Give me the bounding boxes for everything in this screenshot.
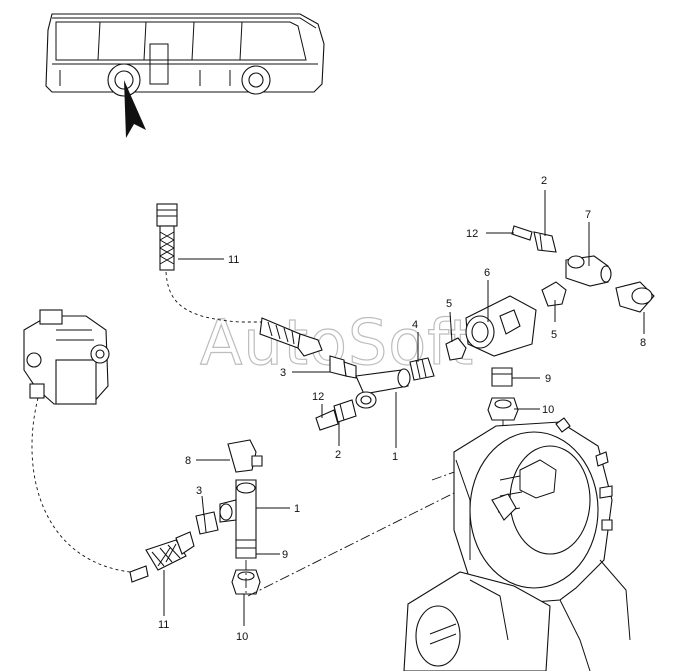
- callout-11-low: 11: [158, 619, 169, 631]
- hose-11-lower: [129, 531, 195, 583]
- callout-11-top: 11: [228, 254, 239, 266]
- hose-upper-end: [259, 317, 323, 357]
- tee-1-low: [219, 479, 257, 541]
- connector-12-top: [511, 225, 533, 241]
- callout-2-mid: 2: [335, 449, 341, 461]
- fitting-2-top: [533, 231, 557, 253]
- callout-3-low: 3: [196, 485, 202, 497]
- connector-12-mid: [315, 409, 339, 431]
- callout-12-top: 12: [466, 228, 478, 240]
- fitting-9-mid: [491, 367, 513, 387]
- bus-overview: [45, 13, 325, 138]
- bracket-6: [465, 295, 537, 357]
- callout-6: 6: [484, 267, 490, 279]
- callout-1-low: 1: [294, 503, 300, 515]
- callout-7: 7: [585, 209, 591, 221]
- callout-2-top: 2: [541, 175, 547, 187]
- hose-11-upper: [156, 203, 178, 271]
- coupling-8-left: [227, 439, 263, 473]
- callout-labels: 2 7 12 6 11 5 5 4 8 3 9 12 10 2 1 8 3 1 …: [158, 175, 646, 643]
- callout-3-mid: 3: [280, 367, 286, 379]
- nut-5-left: [445, 337, 467, 361]
- callout-4: 4: [412, 319, 418, 331]
- callout-5-b: 5: [551, 329, 557, 341]
- callout-8-left: 8: [185, 455, 191, 467]
- callout-1-mid: 1: [392, 451, 398, 463]
- fitting-2-mid: [333, 399, 357, 423]
- callout-12-mid: 12: [312, 391, 324, 403]
- callout-9-mid: 9: [545, 373, 551, 385]
- callout-10-low: 10: [236, 631, 248, 643]
- callout-5-a: 5: [446, 298, 452, 310]
- tee-1-mid: [355, 368, 411, 409]
- air-valve: [23, 309, 110, 405]
- nut-10-mid: [487, 397, 519, 421]
- callout-8-right: 8: [640, 337, 646, 349]
- fitting-4: [409, 357, 435, 381]
- callout-9-low: 9: [282, 549, 288, 561]
- leader-lines: [163, 190, 645, 626]
- callout-10-mid: 10: [542, 404, 554, 416]
- fitting-9-low: [235, 539, 257, 559]
- fitting-3-low: [195, 511, 219, 535]
- coupling-8-right: [615, 281, 655, 313]
- tee-7: [565, 255, 612, 287]
- fitting-3-mid: [329, 355, 357, 379]
- gearbox: [403, 417, 631, 671]
- nut-5-right: [541, 281, 567, 307]
- location-arrow: [124, 80, 146, 138]
